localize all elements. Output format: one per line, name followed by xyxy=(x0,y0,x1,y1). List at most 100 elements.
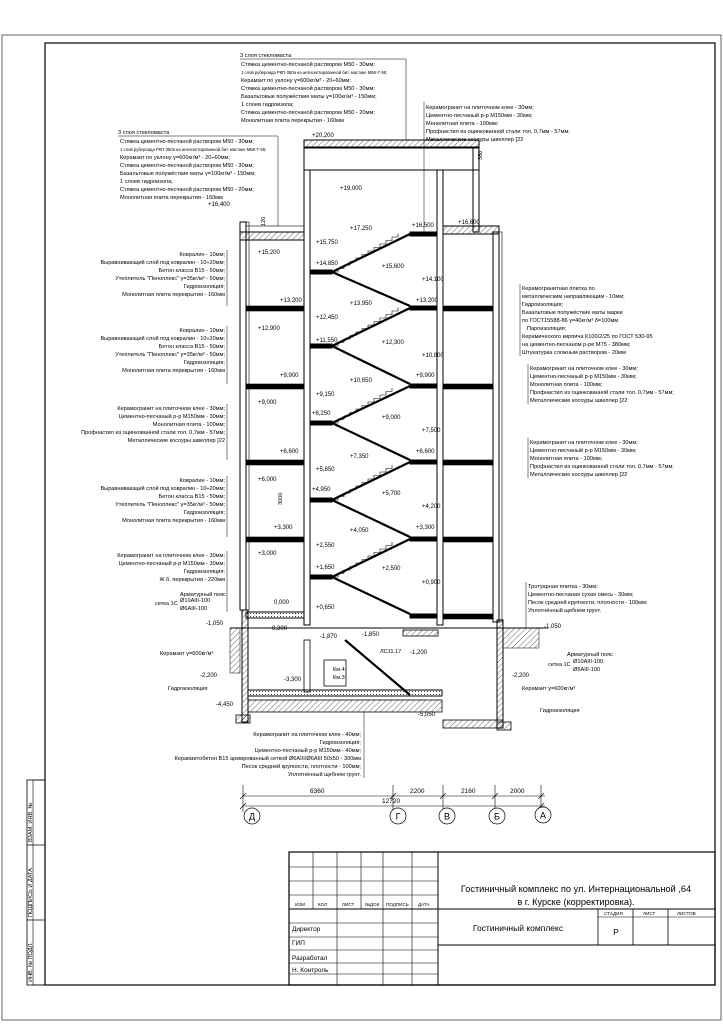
building-section xyxy=(229,139,548,731)
note-floor-a-line: Бетон класса В15 - 50мм; xyxy=(159,268,226,274)
note-roof-high-line: Керамзит по уклону γ=600кг/м³ - 20÷60мм; xyxy=(241,78,351,84)
elev-mark: +13,200 xyxy=(280,298,303,304)
tb-col-list: ЛИСТ xyxy=(342,902,354,907)
note-floor-b-line: Выравнивающий слой под ковралин - 10÷20м… xyxy=(100,335,225,342)
elev-mark: +16,400 xyxy=(208,202,231,208)
elev-mark: -1,050 xyxy=(206,621,224,627)
note-roof-low-line: 1 слой рубероида РКП-350а на антисептиро… xyxy=(120,147,266,152)
note-roof-low-line: Стяжка цементно-песчаной раствором М50 -… xyxy=(120,186,254,193)
elev-mark: +20,200 xyxy=(312,133,335,139)
note-floor-a-line: Утеплитель "Пеноплекс" γ=35кг/м³ - 50мм; xyxy=(115,276,225,282)
note-armature-left: Арматурный пояс сетка 1С Ø10AIII-100 Ø6A… xyxy=(155,591,226,612)
elev-mark: +9,000 xyxy=(382,415,401,421)
notes-layer: 3 слоя стекломаста Стяжка цементно-песча… xyxy=(81,53,674,778)
note-wall-line: по ГОСТ15588-86 γ=40кг/м³ δ=100мм xyxy=(522,318,618,324)
hydro-left: Гидроизоляция xyxy=(168,686,208,692)
note-stair-left: Керамогранит на плиточном клее - 30мм; Ц… xyxy=(81,406,225,444)
stamp-inv-podl: ИНВ. № ПОДЛ. xyxy=(28,942,34,982)
note-stair-left-line: Цементно-песчаный р-р М150мм - 30мм; xyxy=(119,413,226,420)
note-stair-right-2: Керамогранит на плиточном клее - 30мм; Ц… xyxy=(527,438,674,478)
axis-v: В xyxy=(444,812,450,822)
note-roof-high-title: 3 слоя стекломаста xyxy=(240,53,292,59)
ls-label: ЛС11.17 xyxy=(380,649,401,655)
elev-mark: -5,050 xyxy=(418,712,436,718)
elev-mark: +17,250 xyxy=(350,226,373,232)
note-pavement-line: Уплотнённый щебнем грунт. xyxy=(528,607,602,614)
note-stair-right-2-line: Металлические косоуры швеллер [22 xyxy=(530,472,627,478)
elev-mark: +9,000 xyxy=(258,400,277,406)
note-stair-right-2-line: Монолитная плита - 100мм; xyxy=(530,456,603,462)
dim-total: 12720 xyxy=(382,798,400,805)
elev-mark: +3,000 xyxy=(258,551,277,557)
note-roof-low-title: 3 слоя стекломаста xyxy=(118,130,170,136)
dim-380: 380 xyxy=(478,151,484,160)
axis-g: Г xyxy=(396,812,401,822)
elev-mark: +0,650 xyxy=(316,605,335,611)
note-roof-high-line: Стяжка цементно-песчаной раствором М50 -… xyxy=(241,109,375,116)
note-basement-line: Уплотнённый щебнем грунт. xyxy=(288,771,362,778)
keramzit-right: Керамзит γ=600кг/м³ xyxy=(522,686,575,692)
tb-stage: Р xyxy=(613,927,619,937)
note-floor-b-line: Ковралин - 10мм; xyxy=(180,328,226,334)
elev-mark: +9,900 xyxy=(280,373,299,379)
km-3: Км.3 xyxy=(333,675,345,681)
elev-mark: +6,600 xyxy=(280,449,299,455)
elev-mark: +16,600 xyxy=(458,220,481,226)
dim-2000: 2000 xyxy=(510,788,525,795)
note-stair-right-1-line: Монолитная плита - 100мм; xyxy=(530,382,603,388)
tb-col-kol: КОЛ xyxy=(318,902,327,907)
tb-stage-label: СТАДИЯ xyxy=(604,911,623,916)
note-stair-right-1-line: Профнастил из оцинкованной стали тол. 0,… xyxy=(530,389,674,396)
tb-col-ndok: №ДОК xyxy=(365,902,380,907)
elev-mark: +2,550 xyxy=(316,543,335,549)
tb-sheet-name: Гостиничный комплекс xyxy=(473,923,564,933)
note-stair-right-1-line: Металлические косоуры швеллер [22 xyxy=(530,398,627,404)
elev-mark: +12,300 xyxy=(382,340,405,346)
elev-mark: +4,950 xyxy=(312,487,331,493)
elev-mark: +15,200 xyxy=(258,250,281,256)
note-stair-top-line: Монолитная плита - 100мм; xyxy=(426,121,499,127)
elev-mark: +5,850 xyxy=(316,467,335,473)
elev-mark: +10,650 xyxy=(350,378,373,384)
note-floor-ground-line: Цементно-песчаный р-р М150мм - 30мм; xyxy=(119,560,226,567)
note-stair-top-line: Металлические косоуры швеллер [22 xyxy=(426,137,523,143)
elev-mark: +10,800 xyxy=(422,353,445,359)
armature-left-d1: Ø10AIII-100 xyxy=(180,598,210,604)
elev-mark: +13,200 xyxy=(416,298,439,304)
elev-mark: -4,450 xyxy=(216,702,234,708)
note-stair-right-2-line: Керамогранит на плиточном клее - 30мм; xyxy=(530,440,638,446)
elev-mark: 0,000 xyxy=(274,600,290,606)
elev-mark: -2,200 xyxy=(200,673,218,679)
elev-mark: +12,450 xyxy=(316,315,339,321)
note-floor-c-line: Утеплитель "Пеноплекс" γ=35кг/м³ - 50мм; xyxy=(115,502,225,508)
note-wall-line: Штукатурка сложным раствором - 20мм xyxy=(522,350,626,356)
note-floor-ground-line: Гидроизоляция; xyxy=(184,569,226,575)
note-floor-ground: Керамогранит на плиточном клее - 30мм; Ц… xyxy=(117,553,225,583)
note-stair-top-line: Профнастил из оцинкованной стали тол. 0,… xyxy=(426,128,570,135)
elev-mark: +15,750 xyxy=(316,240,339,246)
note-basement-floor: Керамогранит на плиточном клее - 40мм; Г… xyxy=(175,712,365,778)
note-roof-high-line: Стяжка цементно-песчаной раствором М50 -… xyxy=(241,61,375,68)
note-stair-left-line: Керамогранит на плиточном клее - 30мм; xyxy=(117,406,225,412)
tb-role-director: Директор xyxy=(292,926,321,933)
elev-mark: +7,350 xyxy=(350,454,369,460)
elev-mark: +4,200 xyxy=(422,504,441,510)
elev-mark: +7,500 xyxy=(422,428,441,434)
note-floor-c-line: Гидроизоляция; xyxy=(184,510,226,516)
note-floor-b-line: Бетон класса В15 - 50мм; xyxy=(159,344,226,350)
tb-col-izm: ИЗМ xyxy=(295,902,305,907)
dim-6360: 6360 xyxy=(310,788,325,795)
note-roof-low-line: Стяжка цементно-песчаной раствором М50 -… xyxy=(120,162,254,169)
note-basement-line: Цементно-песчаный р-р М150мм - 40мм; xyxy=(255,747,362,754)
elev-mark: +19,000 xyxy=(340,186,363,192)
note-roof-high-line: Монолитная плита перекрытия - 160мм xyxy=(241,118,344,124)
note-roof-low-line: Монолитная плита перекрытия - 160мм xyxy=(120,195,223,201)
axis-bubbles xyxy=(243,806,552,825)
note-stair-top-line: Цементно-песчаный р-р М150мм - 30мм; xyxy=(426,112,533,119)
note-pavement-line: Тротуарная плитка - 30мм; xyxy=(528,584,598,590)
note-basement-line: Керамзитобетон В15 армированный сеткой Ø… xyxy=(175,755,362,762)
dim-2160: 2160 xyxy=(461,788,476,795)
keramzit-left: Керамзит γ=600кг/м³ xyxy=(160,651,213,657)
note-roof-high-line: Базальтовые полужёсткие маты γ=100кг/м³ … xyxy=(241,94,377,100)
elev-mark: -1,050 xyxy=(544,624,562,630)
